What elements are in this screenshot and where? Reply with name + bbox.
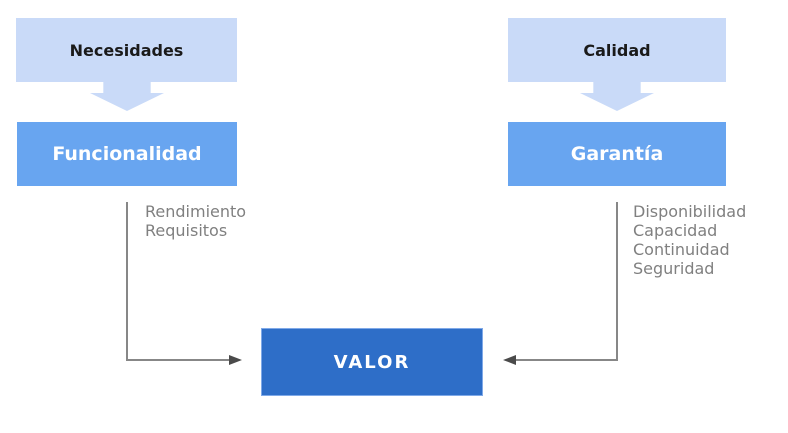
right-item-list: Disponibilidad Capacidad Continuidad Seg… xyxy=(633,202,746,278)
list-item: Capacidad xyxy=(633,221,718,240)
list-item: Disponibilidad xyxy=(633,202,747,221)
list-item: Rendimiento xyxy=(145,202,247,221)
calidad-box: Calidad xyxy=(508,18,726,82)
necesidades-box: Necesidades xyxy=(16,18,237,82)
funcionalidad-label: Funcionalidad xyxy=(52,143,202,165)
list-item: Continuidad xyxy=(633,240,730,259)
calidad-label: Calidad xyxy=(583,40,651,60)
list-item: Seguridad xyxy=(633,259,715,278)
garantia-label: Garantía xyxy=(570,143,664,165)
valor-box: VALOR xyxy=(261,328,483,396)
down-arrow-right-icon xyxy=(580,82,654,111)
arrowhead-left-icon xyxy=(503,355,516,365)
left-item-list: Rendimiento Requisitos xyxy=(145,202,246,240)
necesidades-label: Necesidades xyxy=(69,40,184,60)
arrowhead-right-icon xyxy=(229,355,242,365)
valor-label: VALOR xyxy=(333,351,411,373)
connector-right-horizontal xyxy=(516,359,618,361)
list-item: Requisitos xyxy=(145,221,228,240)
connector-left-vertical xyxy=(126,202,128,361)
funcionalidad-box: Funcionalidad xyxy=(17,122,237,186)
garantia-box: Garantía xyxy=(508,122,726,186)
connector-left-horizontal xyxy=(126,359,229,361)
down-arrow-left-icon xyxy=(90,82,164,111)
connector-right-vertical xyxy=(616,202,618,361)
